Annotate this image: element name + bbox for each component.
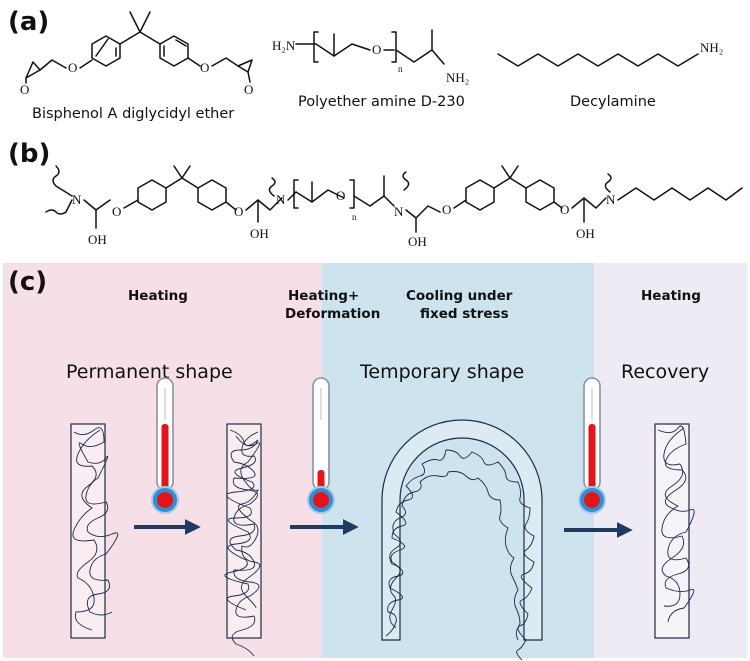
title-temporary-shape: Temporary shape [359,361,524,383]
atom-nh2-a: NH₂ [446,70,469,85]
thermometer-3 [578,377,606,514]
compound-name-badge: Bisphenol A diglycidyl ether [32,106,234,122]
atom-oh-1: OH [88,232,107,247]
panel-c-label: (c) [8,267,47,297]
panel-a-label: (a) [8,7,49,37]
panel-c: (c) Heating Heating+ Deformation Cooling… [3,263,747,661]
step-cooling-line1: Cooling under [406,288,513,304]
atom-o-5: O [372,42,381,57]
step-heating-2: Heating [641,288,701,304]
step-heating-deformation-line2: Deformation [285,306,380,322]
sample-permanent [70,423,119,639]
title-recovery: Recovery [621,361,709,383]
step-heating-1: Heating [128,288,188,304]
subscript-n-b: n [352,212,357,222]
temporary-background [322,263,594,658]
thermometer-2 [307,377,335,514]
compound-name-d230: Polyether amine D-230 [298,94,465,110]
panel-b: (b) N OH O O OH N O [8,139,743,249]
atom-n-1: N [72,192,82,207]
molecule-decylamine: NH₂ [497,40,723,67]
network-structure: N OH O O OH N O n N [45,165,743,249]
thermometer-1 [151,377,179,514]
atom-o-b1: O [112,204,121,219]
atom-o-2: O [68,60,77,75]
sample-temporary [381,419,543,661]
atom-n-3: N [394,204,404,219]
molecule-d230: H₂N O n NH₂ [272,29,469,85]
panel-b-label: (b) [8,139,50,169]
atom-n-4: N [606,192,616,207]
atom-o-1: O [20,82,29,97]
sample-recovery [654,423,695,639]
step-cooling-line2: fixed stress [420,306,509,322]
atom-o-b5: O [560,202,569,217]
panel-a: (a) O O O O Bisp [8,7,723,122]
atom-h2n: H₂N [272,38,296,53]
atom-nh2-b: NH₂ [700,40,723,55]
recovery-background [594,263,747,658]
atom-o-4: O [244,82,253,97]
atom-o-b3: O [336,188,345,203]
compound-name-decylamine: Decylamine [570,94,656,110]
atom-oh-4: OH [576,226,595,241]
sample-heated [224,423,262,657]
step-heating-deformation-line1: Heating+ [288,288,359,304]
atom-oh-2: OH [250,226,269,241]
title-permanent-shape: Permanent shape [66,361,233,383]
atom-o-b4: O [442,202,451,217]
molecule-badge: O O O O [20,11,253,97]
atom-oh-3: OH [408,234,427,249]
atom-n-2: N [276,192,286,207]
atom-o-b2: O [234,204,243,219]
subscript-n-a: n [398,64,403,74]
atom-o-3: O [200,60,209,75]
